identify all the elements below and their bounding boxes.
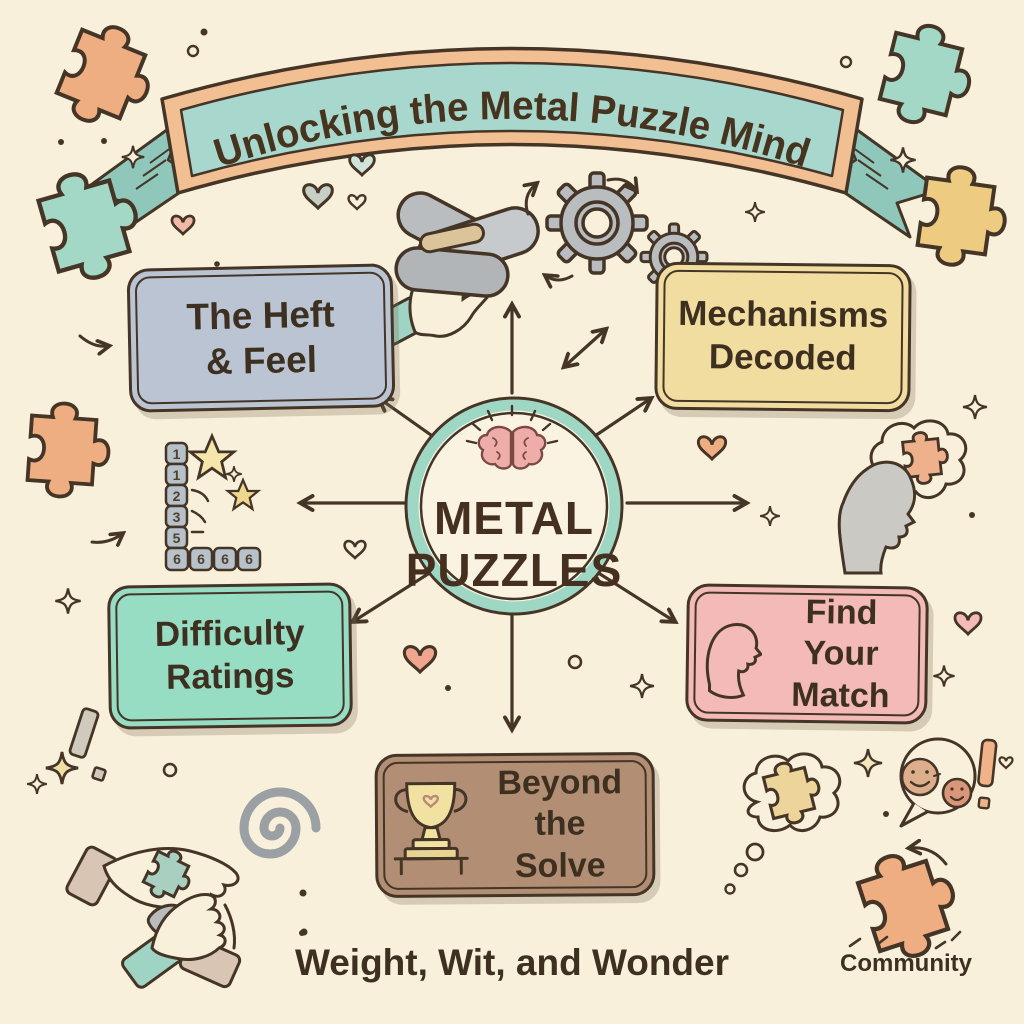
node-label-line: Mechanisms — [677, 294, 889, 336]
spiral-icon — [239, 787, 321, 859]
hub-circle: METAL PUZZLES — [404, 396, 624, 616]
brain-icon — [465, 404, 559, 470]
node-label-line: Find Your — [803, 592, 879, 674]
node-find-your-match: Find Your Match — [685, 583, 929, 725]
head-profile-icon — [705, 623, 763, 699]
node-label-line: Ratings — [165, 656, 295, 697]
title-banner: Unlocking the Metal Puzzle Mind — [82, 46, 942, 239]
dot-decorations — [58, 28, 975, 936]
node-label-line: Match — [791, 675, 890, 715]
node-label-line: The Heft — [186, 293, 335, 338]
trophy-icon — [393, 781, 469, 876]
svg-text:1: 1 — [173, 446, 181, 462]
svg-text:1: 1 — [173, 467, 181, 483]
head-thought-puzzle-icon — [837, 419, 968, 575]
node-difficulty-ratings: Difficulty Ratings — [107, 582, 353, 730]
node-label-line: & Feel — [205, 338, 318, 383]
hand-knot-puzzle-icon — [373, 191, 540, 347]
node-label-line: Beyond the — [497, 763, 623, 844]
node-label-line: Decoded — [708, 337, 857, 378]
exclamation-icon — [68, 707, 107, 782]
hub-label-line2: PUZZLES — [406, 544, 623, 596]
node-inner-border: The Heft & Feel — [134, 271, 388, 405]
tagline-text: Weight, Wit, and Wonder — [294, 942, 730, 983]
arrow-double-diagonal — [565, 330, 605, 366]
node-inner-border: Beyond the Solve — [382, 760, 648, 890]
node-heft-and-feel: The Heft & Feel — [126, 263, 396, 413]
node-label-line: Difficulty — [154, 613, 305, 655]
ribbon-band — [179, 61, 845, 178]
node-label-line: Solve — [514, 846, 606, 885]
hands-solving-icon — [65, 843, 242, 989]
svg-text:6: 6 — [197, 551, 205, 567]
svg-text:6: 6 — [245, 551, 253, 567]
node-inner-border: Find Your Match — [693, 591, 921, 717]
svg-text:6: 6 — [173, 551, 181, 567]
difficulty-scale-icon: 1 1 2 3 5 6 6 6 6 — [164, 434, 262, 572]
exclamation-icon — [977, 738, 998, 810]
node-inner-border: Difficulty Ratings — [115, 590, 345, 722]
community-puzzle-icon — [848, 841, 968, 966]
star-icon — [188, 434, 260, 511]
svg-text:5: 5 — [173, 530, 181, 546]
community-label: Community — [840, 950, 972, 977]
node-beyond-the-solve: Beyond the Solve — [374, 752, 656, 898]
thought-bubble-puzzle-icon — [724, 752, 842, 895]
node-mechanisms-decoded: Mechanisms Decoded — [654, 261, 912, 413]
hub-label-line1: METAL — [434, 492, 594, 544]
node-inner-border: Mechanisms Decoded — [662, 269, 904, 405]
svg-text:6: 6 — [221, 551, 229, 567]
svg-text:2: 2 — [173, 488, 181, 504]
small-arrows — [78, 334, 122, 542]
svg-text:3: 3 — [173, 509, 181, 525]
chat-smileys-icon — [899, 737, 1014, 828]
